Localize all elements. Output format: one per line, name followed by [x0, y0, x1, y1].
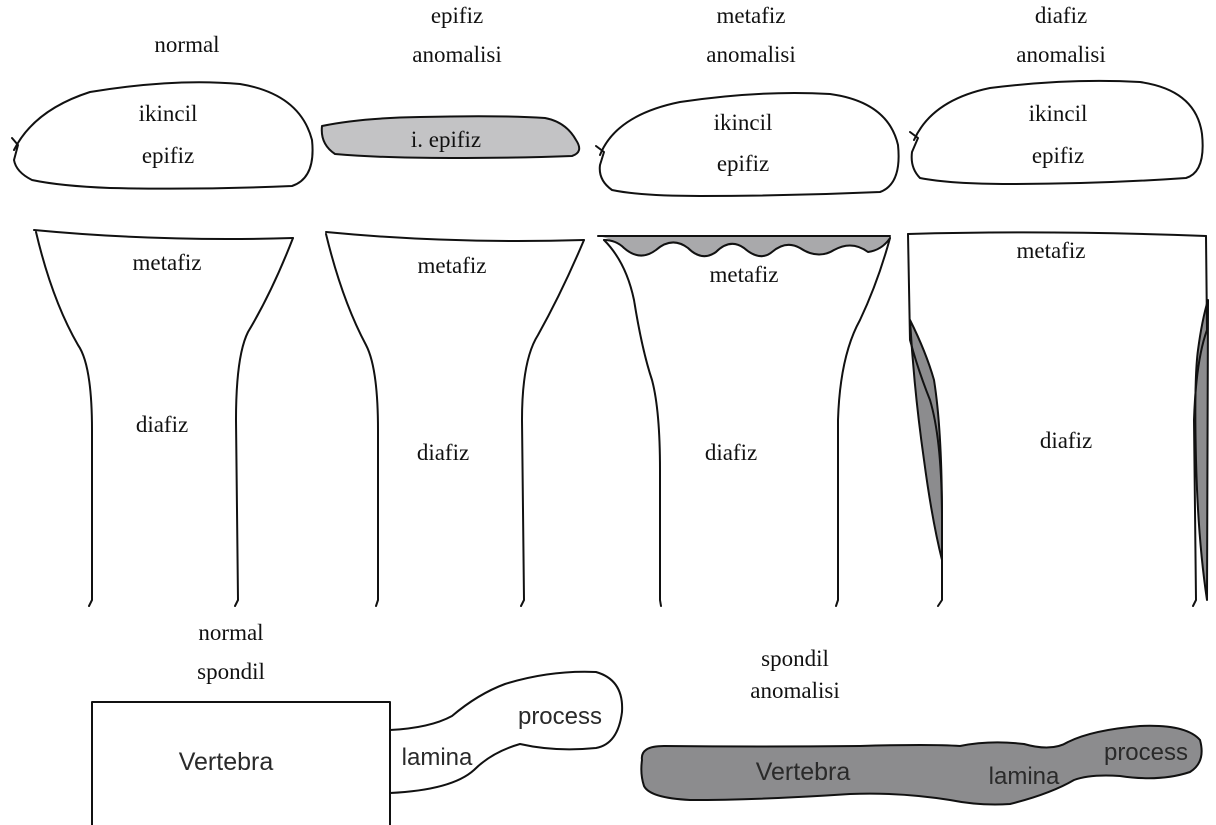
epiphysis-anomaly-metaphysis-label: metafiz	[418, 253, 487, 278]
diaphysis-anomaly-top-edge	[908, 232, 1206, 236]
anomaly-lamina-label: lamina	[989, 763, 1060, 790]
column-metaphysis-anomaly: metafiz anomalisi ikincil epifiz metafiz…	[596, 3, 899, 606]
normal-bone-right-wall	[235, 238, 293, 606]
normal-process-label: process	[518, 703, 602, 730]
metaphysis-anomaly-epiphysis-label-line2: epifiz	[717, 151, 769, 176]
metaphysis-anomaly-bone-right-wall	[836, 238, 890, 606]
normal-spine-heading-line2: spondil	[197, 659, 265, 684]
epiphysis-anomaly-metaphysis-top-edge	[326, 232, 584, 241]
anomaly-spine-heading-line2: anomalisi	[750, 678, 839, 703]
normal-metaphysis-label: metafiz	[133, 250, 202, 275]
normal-epiphysis-label-line1: ikincil	[139, 101, 198, 126]
column-normal-heading-line1: normal	[154, 32, 219, 57]
anomaly-vertebra-group: spondil anomalisi Vertebra lamina proces…	[641, 646, 1201, 805]
normal-lamina-process-outline	[390, 672, 622, 793]
normal-vertebra-group: normal spondil Vertebra lamina process	[92, 620, 622, 825]
metaphysis-anomaly-diaphysis-label: diafiz	[705, 440, 757, 465]
normal-spine-heading-line1: normal	[198, 620, 263, 645]
normal-secondary-epiphysis	[12, 82, 313, 188]
epiphysis-anomaly-heading-line2: anomalisi	[412, 42, 501, 67]
metaphysis-anomaly-epiphysis-label-line1: ikincil	[714, 110, 773, 135]
column-normal: normal ikincil epifiz metafiz diafiz	[12, 32, 313, 606]
metaphysis-anomaly-bone-left-wall	[604, 240, 661, 606]
anomaly-vertebra-body-label: Vertebra	[756, 758, 851, 786]
epiphysis-anomaly-heading-line1: epifiz	[431, 3, 483, 28]
epiphysis-anomaly-diaphysis-label: diafiz	[417, 440, 469, 465]
column-epiphysis-anomaly: epifiz anomalisi i. epifiz metafiz diafi…	[322, 3, 584, 606]
column-diaphysis-anomaly: diafiz anomalisi ikincil epifiz metafiz …	[908, 3, 1208, 606]
diaphysis-anomaly-epiphysis-label-line2: epifiz	[1032, 143, 1084, 168]
diaphysis-anomaly-diaphysis-label: diafiz	[1040, 428, 1092, 453]
epiphysis-anomaly-bone-left-wall	[326, 234, 378, 606]
diaphysis-anomaly-heading-line1: diafiz	[1035, 3, 1087, 28]
metaphysis-anomaly-heading-line1: metafiz	[717, 3, 786, 28]
diaphysis-anomaly-metaphysis-label: metafiz	[1017, 238, 1086, 263]
normal-metaphysis-top-edge	[34, 230, 293, 239]
metaphysis-anomaly-heading-line2: anomalisi	[706, 42, 795, 67]
diaphysis-anomaly-secondary-epiphysis	[910, 81, 1203, 184]
anomaly-process-label: process	[1104, 739, 1188, 766]
normal-bone-left-wall	[36, 232, 92, 606]
metaphysis-anomaly-secondary-epiphysis	[596, 93, 899, 196]
anomaly-spine-heading-line1: spondil	[761, 646, 829, 671]
normal-epiphysis-label-line2: epifiz	[142, 143, 194, 168]
metaphysis-anomaly-metaphysis-label: metafiz	[710, 262, 779, 287]
diaphysis-anomaly-heading-line2: anomalisi	[1016, 42, 1105, 67]
small-epiphysis-label: i. epifiz	[411, 127, 481, 152]
normal-diaphysis-label: diafiz	[136, 412, 188, 437]
diaphysis-anomaly-epiphysis-label-line1: ikincil	[1029, 101, 1088, 126]
normal-lamina-label: lamina	[402, 744, 473, 771]
normal-vertebra-body-label: Vertebra	[179, 748, 274, 776]
epiphysis-anomaly-bone-right-wall	[521, 240, 584, 606]
